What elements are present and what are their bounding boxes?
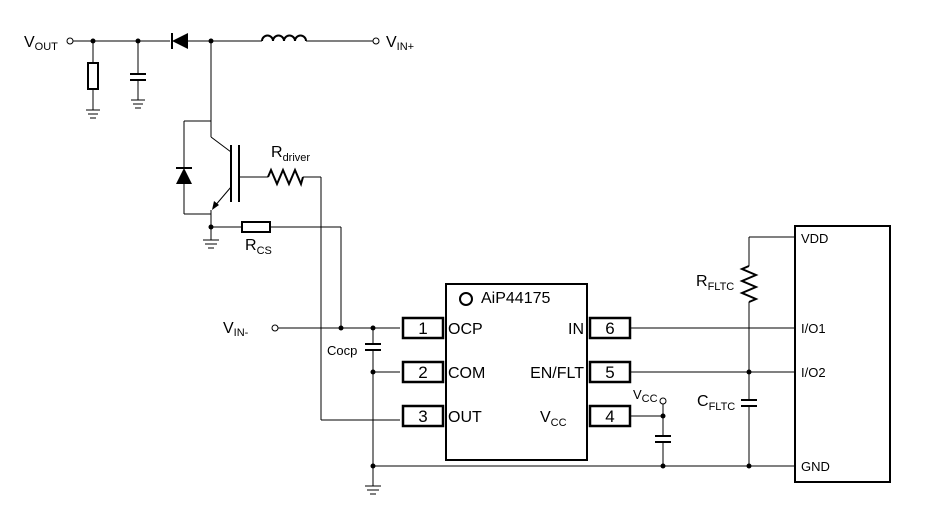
pin1-marker xyxy=(459,292,473,306)
mcu-block: VDD I/O1 I/O2 GND xyxy=(794,225,891,483)
vin-minus-net xyxy=(271,324,400,332)
pin-6: 6 IN xyxy=(568,316,632,340)
chip-aip44175: AiP44175 1 OCP 2 COM 3 OUT 4 VCC 5 EN/FL… xyxy=(401,283,632,461)
igbt xyxy=(176,41,240,249)
mcu-pin-io2: I/O2 xyxy=(801,365,826,380)
r-driver-label: Rdriver xyxy=(271,144,310,164)
pin-4: 4 VCC xyxy=(540,404,632,429)
output-capacitor xyxy=(130,41,146,109)
rfltc-label: RFLTC xyxy=(696,273,734,293)
cocp-label: Cocp xyxy=(327,343,357,358)
pin-3: 3 OUT xyxy=(401,404,482,428)
pin-2: 2 COM xyxy=(401,360,485,384)
pin-5: 5 EN/FLT xyxy=(530,360,632,384)
vcc-label: VCC xyxy=(633,387,658,405)
svg-text:4: 4 xyxy=(605,407,614,426)
svg-text:3: 3 xyxy=(418,407,427,426)
r-driver xyxy=(239,167,400,421)
svg-text:2: 2 xyxy=(418,363,427,382)
pin-3-label: OUT xyxy=(448,409,482,426)
rfltc-cfltc xyxy=(739,236,795,469)
r-cs-label: RCS xyxy=(245,237,272,257)
top-rail xyxy=(66,33,380,49)
mcu-pin-gnd: GND xyxy=(801,459,830,474)
inductor xyxy=(261,34,307,42)
mcu-pin-vdd: VDD xyxy=(801,231,828,246)
svg-text:1: 1 xyxy=(418,319,427,338)
chip-name: AiP44175 xyxy=(481,290,550,307)
vin-minus-label: VIN- xyxy=(223,320,249,339)
vin-plus-terminal xyxy=(372,37,380,45)
cfltc-label: CFLTC xyxy=(697,393,735,413)
pin-4-label: VCC xyxy=(540,409,567,429)
vout-terminal xyxy=(66,37,74,45)
pin-6-label: IN xyxy=(568,321,584,338)
svg-text:5: 5 xyxy=(605,363,614,382)
mcu-pin-io1: I/O1 xyxy=(801,321,826,336)
svg-text:6: 6 xyxy=(605,319,614,338)
output-diode xyxy=(171,33,188,49)
vin-plus-label: VIN+ xyxy=(386,34,414,53)
vout-label: VOUT xyxy=(24,34,58,53)
pin-2-label: COM xyxy=(448,365,485,382)
pin-1: 1 OCP xyxy=(401,316,483,340)
cocp-capacitor xyxy=(365,328,381,495)
load-resistor xyxy=(86,41,100,119)
r-cs xyxy=(211,221,342,328)
vcc-capacitor xyxy=(630,397,671,469)
pin-5-label: EN/FLT xyxy=(530,365,584,382)
pin-1-label: OCP xyxy=(448,321,483,338)
